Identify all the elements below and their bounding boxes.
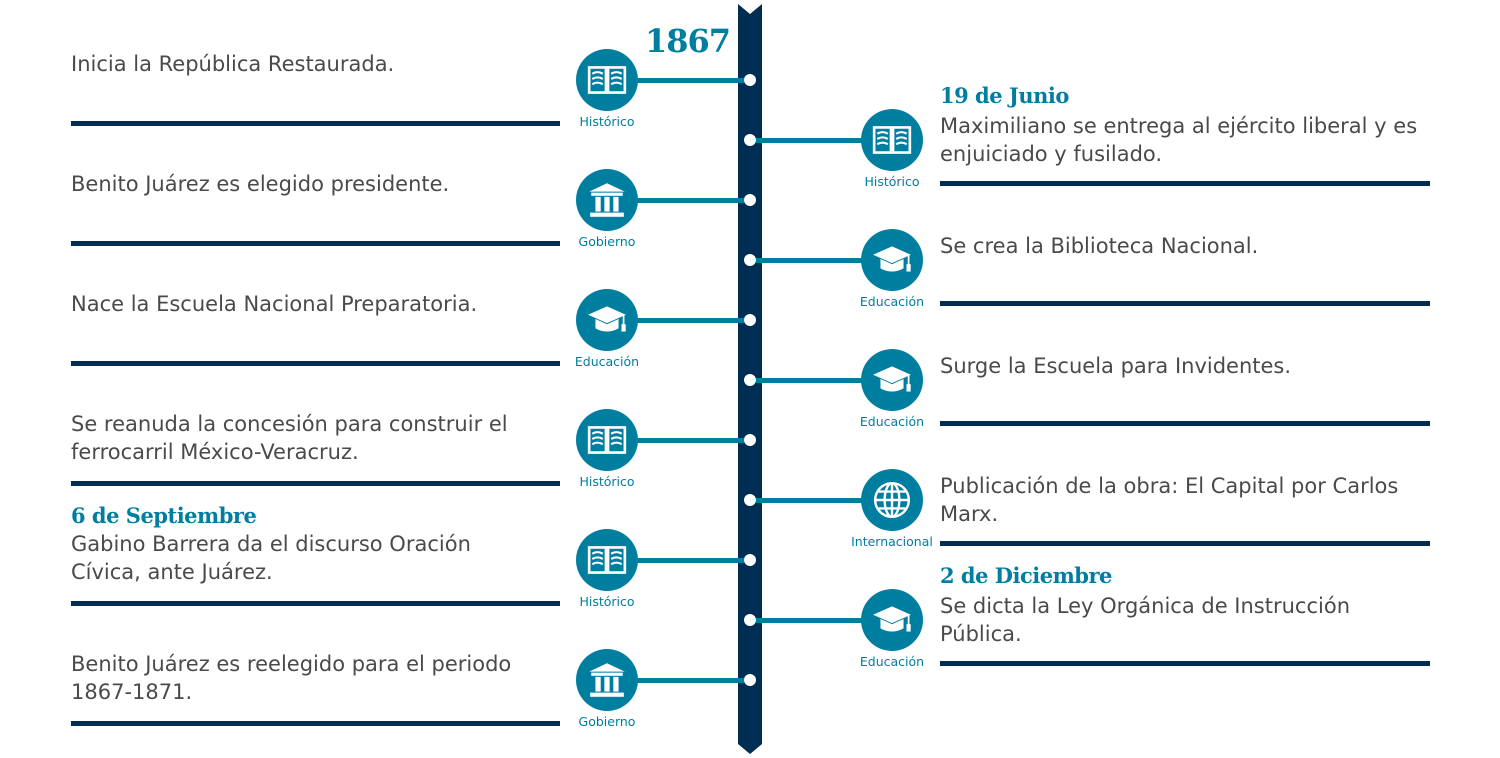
event-description: Surge la Escuela para Invidentes. [940,354,1292,378]
event-description: Benito Juárez es elegido presidente. [71,172,450,196]
book-icon [586,419,628,461]
event-description: Gabino Barrera da el discurso Oración Cí… [71,532,471,584]
category-label: Histórico [579,114,635,129]
event-description: Publicación de la obra: El Capital por C… [940,474,1399,526]
timeline-dot [744,554,756,566]
connector-line [607,78,744,83]
graduation-cap-icon [871,599,913,641]
category-label: Histórico [579,474,635,489]
event-description: Benito Juárez es reelegido para el perio… [71,652,512,704]
category-circle [576,169,638,231]
event-date: 19 de Junio [940,83,1069,108]
book-icon [871,119,913,161]
category-label: Educación [859,294,925,309]
event-description: Inicia la República Restaurada. [71,52,395,76]
event-underline [71,721,560,726]
graduation-cap-icon [871,359,913,401]
connector-line [756,498,892,503]
connector-line [607,438,744,443]
category-circle [861,229,923,291]
timeline-dot [744,134,756,146]
event-underline [940,421,1430,426]
event-underline [940,301,1430,306]
timeline-dot [744,254,756,266]
category-circle [576,409,638,471]
government-building-icon [586,179,628,221]
graduation-cap-icon [871,239,913,281]
year-heading: 1867 [645,22,731,60]
graduation-cap-icon [586,299,628,341]
connector-line [607,678,744,683]
connector-line [756,138,892,143]
event-underline [71,361,560,366]
category-label: Gobierno [578,234,636,249]
connector-line [756,378,892,383]
event-underline [940,541,1430,546]
category-circle [861,109,923,171]
category-circle [861,469,923,531]
event-underline [71,121,560,126]
event-description: Nace la Escuela Nacional Preparatoria. [71,292,478,316]
event-date: 6 de Septiembre [71,503,257,528]
connector-line [756,618,892,623]
category-circle [576,529,638,591]
event-underline [940,181,1430,186]
timeline-dot [744,434,756,446]
event-date: 2 de Diciembre [940,563,1112,588]
category-label: Internacional [851,534,933,549]
connector-line [607,198,744,203]
event-description: Se crea la Biblioteca Nacional. [940,234,1259,258]
category-label: Educación [859,654,925,669]
book-icon [586,539,628,581]
event-underline [940,661,1430,666]
timeline-dot [744,74,756,86]
timeline-dot [744,194,756,206]
category-circle [576,49,638,111]
event-underline [71,601,560,606]
timeline-dot [744,374,756,386]
category-label: Educación [859,414,925,429]
event-underline [71,481,560,486]
timeline-dot [744,674,756,686]
category-circle [861,349,923,411]
category-circle [576,649,638,711]
government-building-icon [586,659,628,701]
event-description: Se dicta la Ley Orgánica de Instrucción … [940,594,1351,646]
book-icon [586,59,628,101]
connector-line [607,318,744,323]
category-label: Educación [574,354,640,369]
timeline-dot [744,314,756,326]
category-label: Gobierno [578,714,636,729]
timeline-dot [744,614,756,626]
category-circle [576,289,638,351]
connector-line [607,558,744,563]
event-underline [71,241,560,246]
connector-line [756,258,892,263]
category-label: Histórico [579,594,635,609]
event-description: Se reanuda la concesión para construir e… [71,412,508,464]
globe-icon [871,479,913,521]
category-label: Histórico [864,174,920,189]
category-circle [861,589,923,651]
timeline-dot [744,494,756,506]
event-description: Maximiliano se entrega al ejército liber… [940,114,1418,166]
